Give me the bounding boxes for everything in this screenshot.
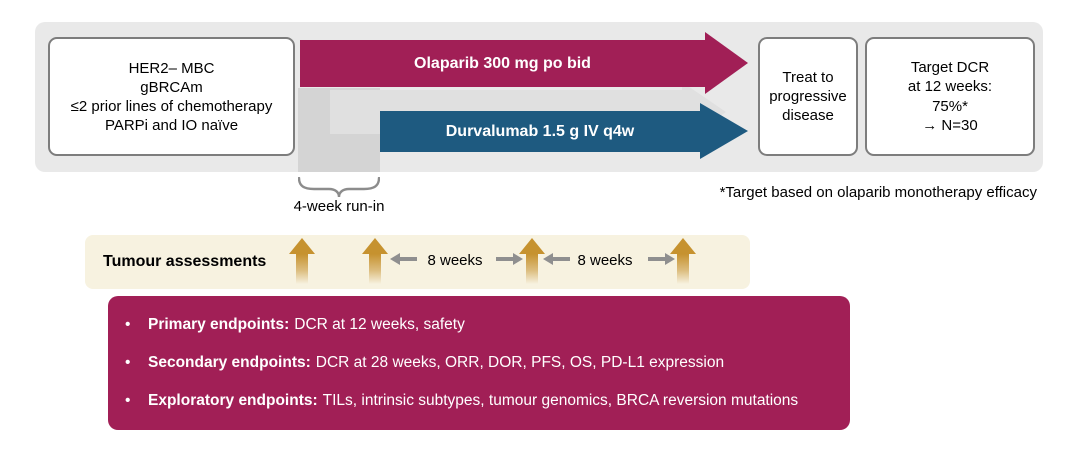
endpoint-label: Secondary endpoints: (148, 354, 311, 371)
assessment-arrow-icon (362, 238, 388, 284)
endpoint-text: DCR at 28 weeks, ORR, DOR, PFS, OS, PD-L… (315, 354, 725, 371)
target-line: at 12 weeks: (907, 78, 993, 95)
endpoint-row-secondary: • Secondary endpoints: DCR at 28 weeks, … (108, 354, 850, 372)
interval-label: 8 weeks (577, 252, 633, 269)
endpoint-row-primary: • Primary endpoints: DCR at 12 weeks, sa… (108, 316, 850, 334)
target-line: 75%* (932, 97, 968, 115)
right-arrow-icon (496, 253, 523, 265)
target-dcr-box: Target DCR at 12 weeks: 75%* → N=30 (865, 37, 1035, 156)
eligibility-line: ≤2 prior lines of chemotherapy (70, 97, 273, 115)
endpoint-label: Exploratory endpoints: (148, 392, 318, 409)
treat-line: Treat to (782, 69, 834, 86)
assessment-arrow-icon (519, 238, 545, 284)
left-arrow-icon (390, 253, 417, 265)
left-arrow-icon (543, 253, 570, 265)
olaparib-arrowhead-icon (705, 32, 748, 94)
assessment-arrow-icon (670, 238, 696, 284)
endpoint-row-exploratory: • Exploratory endpoints: TILs, intrinsic… (108, 392, 850, 410)
treat-to-progression-box: Treat to progressive disease (758, 37, 858, 156)
durvalumab-arrow: Durvalumab 1.5 g IV q4w (380, 111, 700, 152)
olaparib-arrow-label: Olaparib 300 mg po bid (414, 54, 591, 72)
eligibility-box: HER2– MBC gBRCAm ≤2 prior lines of chemo… (48, 37, 295, 156)
treat-line: disease (782, 107, 834, 124)
target-footnote: *Target based on olaparib monotherapy ef… (719, 184, 1037, 201)
durvalumab-arrow-label: Durvalumab 1.5 g IV q4w (445, 122, 635, 140)
assessment-band (85, 235, 750, 289)
right-arrow-icon (648, 253, 675, 265)
bullet: • (125, 354, 131, 371)
endpoint-text: DCR at 12 weeks, safety (294, 316, 465, 333)
endpoint-text: TILs, intrinsic subtypes, tumour genomic… (322, 392, 799, 409)
bullet: • (125, 316, 131, 333)
eligibility-line: PARPi and IO naïve (104, 116, 239, 134)
interval-label: 8 weeks (427, 252, 483, 269)
treat-line: progressive (769, 88, 847, 105)
run-in-brace-icon (298, 177, 380, 198)
durvalumab-arrowhead-icon (700, 103, 748, 159)
target-line: Target DCR (910, 58, 990, 76)
endpoints-box: • Primary endpoints: DCR at 12 weeks, sa… (108, 296, 850, 430)
endpoint-label: Primary endpoints: (148, 316, 290, 333)
bullet: • (125, 392, 131, 409)
eligibility-line: gBRCAm (140, 78, 203, 96)
assessment-arrow-icon (289, 238, 315, 284)
target-line: → N=30 (922, 117, 978, 134)
eligibility-line: HER2– MBC (128, 59, 215, 77)
olaparib-arrow: Olaparib 300 mg po bid (300, 40, 705, 87)
run-in-label: 4-week run-in (293, 198, 385, 215)
assessment-band-label: Tumour assessments (103, 253, 267, 270)
